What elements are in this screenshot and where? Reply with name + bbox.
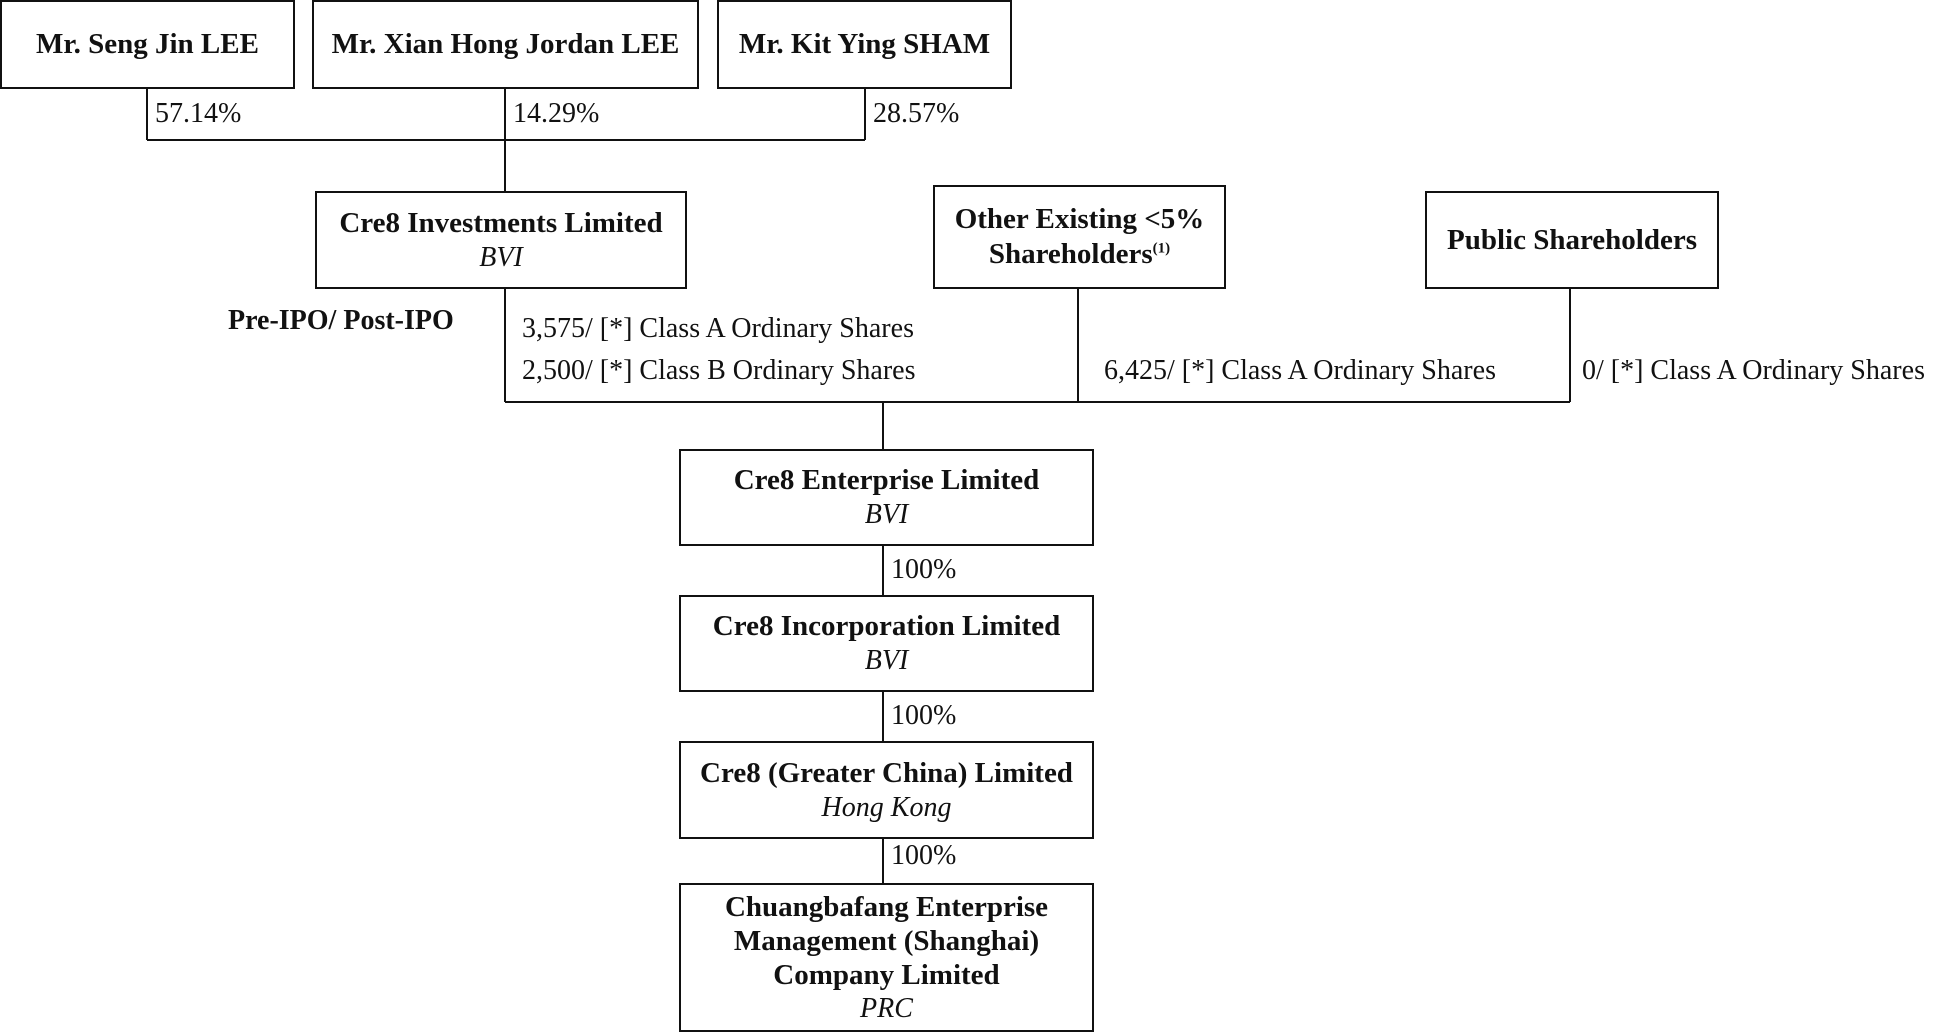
node-jurisdiction: PRC <box>860 993 913 1025</box>
node-name: Mr. Kit Ying SHAM <box>738 28 991 61</box>
label-seng-percentage: 57.14% <box>155 98 242 129</box>
label-cre8-investments-class-b: 2,500/ [*] Class B Ordinary Shares <box>522 355 916 386</box>
node-jurisdiction: BVI <box>479 241 523 273</box>
label-cre8-investments-class-a: 3,575/ [*] Class A Ordinary Shares <box>522 313 914 344</box>
node-name: Mr. Seng Jin LEE <box>36 28 259 61</box>
node-name-line2-text: Shareholders <box>988 238 1153 270</box>
node-name-line2: Management (Shanghai) <box>733 924 1040 957</box>
node-jurisdiction: BVI <box>864 645 909 677</box>
footnote-marker: (1) <box>1152 240 1171 257</box>
label-pre-post-ipo: Pre-IPO/ Post-IPO <box>228 305 454 336</box>
node-kit-ying-sham: Mr. Kit Ying SHAM <box>717 0 1012 89</box>
label-other-existing-class-a: 6,425/ [*] Class A Ordinary Shares <box>1104 355 1496 386</box>
node-name: Mr. Xian Hong Jordan LEE <box>331 28 680 61</box>
label-xian-percentage: 14.29% <box>513 98 600 129</box>
node-name: Cre8 Enterprise Limited <box>733 464 1040 497</box>
label-greater-china-percentage: 100% <box>891 700 957 731</box>
node-name: Cre8 Investments Limited <box>339 206 663 239</box>
node-name-line1: Other Existing <5% <box>954 203 1205 236</box>
node-cre8-investments: Cre8 Investments Limited BVI <box>315 191 687 289</box>
node-name: Public Shareholders <box>1446 223 1698 256</box>
node-cre8-greater-china: Cre8 (Greater China) Limited Hong Kong <box>679 741 1094 839</box>
node-cre8-enterprise: Cre8 Enterprise Limited BVI <box>679 449 1094 546</box>
label-incorporation-percentage: 100% <box>891 554 957 585</box>
node-other-existing-shareholders: Other Existing <5% Shareholders(1) <box>933 185 1226 289</box>
label-chuangbafang-percentage: 100% <box>891 840 957 871</box>
label-kit-percentage: 28.57% <box>873 98 960 129</box>
node-name-line3: Company Limited <box>773 959 1000 992</box>
node-seng-jin-lee: Mr. Seng Jin LEE <box>0 0 295 89</box>
node-public-shareholders: Public Shareholders <box>1425 191 1719 289</box>
node-jurisdiction: BVI <box>864 499 909 531</box>
node-chuangbafang: Chuangbafang Enterprise Management (Shan… <box>679 883 1094 1032</box>
node-name-line1: Chuangbafang Enterprise <box>724 890 1049 923</box>
node-cre8-incorporation: Cre8 Incorporation Limited BVI <box>679 595 1094 692</box>
node-name: Cre8 (Greater China) Limited <box>700 756 1073 789</box>
label-public-class-a: 0/ [*] Class A Ordinary Shares <box>1582 355 1925 386</box>
node-xian-hong-jordan-lee: Mr. Xian Hong Jordan LEE <box>312 0 699 89</box>
node-jurisdiction: Hong Kong <box>821 791 952 823</box>
node-name: Cre8 Incorporation Limited <box>712 610 1061 643</box>
node-name-line2: Shareholders(1) <box>989 237 1170 272</box>
